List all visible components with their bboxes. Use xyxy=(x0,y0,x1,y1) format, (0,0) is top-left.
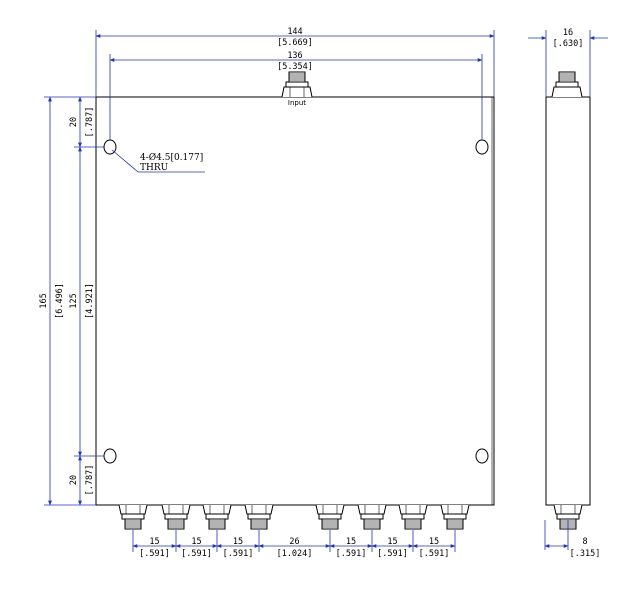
output-connector-2 xyxy=(161,504,191,530)
front-view: Input xyxy=(95,71,495,530)
bottom-dim-mm: 26 xyxy=(289,537,299,547)
hole-note-line2: THRU xyxy=(140,163,169,173)
bottom-dim-in: [.591] xyxy=(336,549,367,559)
dim-bottom-edge-in: [.787] xyxy=(85,465,95,496)
bottom-dim-mm: 15 xyxy=(387,537,397,547)
output-connector-1 xyxy=(118,504,148,530)
dim-hole-span-in: [4.921] xyxy=(85,283,95,319)
bottom-dim-mm: 15 xyxy=(233,537,243,547)
bottom-dim-in: [.591] xyxy=(419,549,450,559)
dim-bottom-edge-mm: 20 xyxy=(69,475,79,485)
dim-hole-width-in: [5.354] xyxy=(277,62,313,72)
input-label: Input xyxy=(288,99,306,107)
dim-overall-width-mm: 144 xyxy=(287,27,302,37)
output-connector-3 xyxy=(202,504,232,530)
dim-hole-width-mm: 136 xyxy=(287,51,302,61)
side-input-connector xyxy=(551,71,583,98)
output-connector-5 xyxy=(315,504,345,530)
dim-connector-in: [.315] xyxy=(570,549,601,559)
bottom-dim-in: [.591] xyxy=(181,549,212,559)
dim-thickness-in: [.630] xyxy=(553,39,584,49)
mounting-hole-bottom-right xyxy=(475,448,489,464)
front-body xyxy=(95,96,495,506)
input-connector xyxy=(281,71,313,98)
dim-thickness-mm: 16 xyxy=(563,28,573,38)
bottom-dim-mm: 15 xyxy=(191,537,201,547)
dim-top-edge-in: [.787] xyxy=(85,107,95,138)
bottom-dim-in: [.591] xyxy=(377,549,408,559)
bottom-dim-mm: 15 xyxy=(149,537,159,547)
bottom-dim-mm: 15 xyxy=(346,537,356,547)
bottom-dim-in: [.591] xyxy=(223,549,254,559)
dimensions xyxy=(44,30,608,506)
dim-top-edge-mm: 20 xyxy=(69,117,79,127)
side-view xyxy=(545,71,591,530)
output-connector-6 xyxy=(357,504,387,530)
dim-height-mm: 165 xyxy=(39,293,49,308)
dim-connector-mm: 8 xyxy=(582,537,587,547)
side-bottom-dimension xyxy=(544,520,569,550)
bottom-dim-in: [.591] xyxy=(139,549,170,559)
hole-note-line1: 4-Ø4.5[0.177] xyxy=(140,152,203,163)
side-body xyxy=(545,96,591,506)
output-connector-7 xyxy=(398,504,428,530)
bottom-dim-in: [1.024] xyxy=(277,549,313,559)
output-connector-8 xyxy=(440,504,470,530)
output-connector-4 xyxy=(244,504,274,530)
bottom-dim-mm: 15 xyxy=(429,537,439,547)
output-connectors xyxy=(118,504,470,530)
dim-overall-width-in: [5.669] xyxy=(277,38,313,48)
dim-height-in: [6.496] xyxy=(55,283,65,319)
bottom-dimensions: 15 [.591] 15 [.591] 15 [.591] 26 [1.024] 15 [.591… xyxy=(132,530,456,559)
dim-hole-span-mm: 125 xyxy=(69,293,79,308)
